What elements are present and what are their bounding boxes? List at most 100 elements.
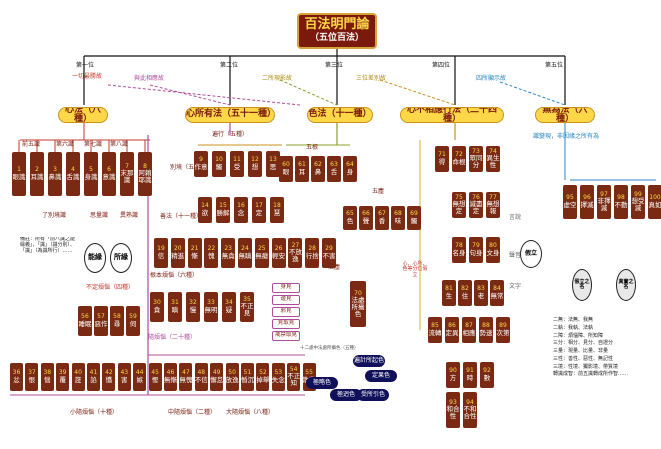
uc-97-label: 非擇滅	[597, 197, 611, 213]
form-60-label: 眼	[282, 167, 290, 176]
na-86-label: 定異	[445, 328, 459, 337]
na-79-label: 句身	[469, 248, 483, 257]
form-61-number: 61	[298, 161, 306, 169]
nonass-label-a: 心、心所、色等分位假立	[402, 261, 428, 278]
mf-17-label: 定	[255, 208, 263, 217]
mf-42-label: 憍	[105, 375, 113, 384]
oval-real-name: 真實之名	[616, 269, 636, 301]
mf-53-label: 失念	[271, 375, 285, 384]
view-4: 戒禁取見	[272, 331, 300, 341]
na-85-number: 85	[431, 322, 439, 330]
mind-group-3: 第七識	[84, 141, 103, 148]
na-91-number: 91	[466, 367, 474, 375]
cat-form: 色法（十一種）	[307, 107, 373, 123]
na-76-number: 76	[472, 194, 480, 202]
uc-95-number: 95	[566, 194, 574, 202]
title-box: 百法明門論 （五位百法）	[297, 13, 377, 49]
na-81-number: 81	[445, 285, 453, 293]
mind-group-2: 第六識	[56, 141, 75, 148]
right-note-5: 三性：善性、惡性、無記性	[553, 355, 614, 362]
mf-9-number: 9	[199, 156, 203, 164]
mf-12-number: 12	[251, 156, 259, 164]
sec-label: 隨煩惱（二十種）	[148, 334, 197, 341]
indet-label: 不定煩惱（四種）	[86, 284, 135, 291]
mf-47-label: 無愧	[179, 375, 193, 384]
form-60-number: 60	[282, 161, 290, 169]
mind-4-label: 舌識	[66, 172, 80, 181]
mind-8-label: 阿賴耶識	[138, 169, 152, 185]
mf-21-number: 21	[190, 245, 199, 253]
level-note-1: 一切最勝故	[72, 73, 103, 80]
mf-22-number: 22	[207, 245, 216, 253]
mf-31-label: 瞋	[171, 305, 179, 314]
na-80-label: 文身	[486, 248, 500, 257]
mind-1-label: 眼識	[12, 172, 26, 181]
mf-55-number: 55	[305, 369, 313, 377]
mind-7-label: 末那識	[120, 169, 134, 185]
form-objs-label: 五塵	[372, 188, 385, 195]
uc-96-label: 擇滅	[580, 200, 594, 209]
mf-57-number: 57	[97, 313, 105, 321]
mf-49-number: 49	[212, 369, 221, 377]
na-84-number: 84	[493, 285, 501, 293]
na-90-label: 方	[449, 373, 457, 382]
mf-32-number: 32	[189, 299, 197, 307]
level-note-5: 四所顯示故	[476, 75, 507, 82]
mf-58-number: 58	[113, 313, 121, 321]
mf-33-label: 無明	[204, 305, 218, 314]
mind-2-number: 2	[35, 166, 39, 174]
uc-98-label: 不動	[614, 200, 628, 209]
mf-30-number: 30	[153, 299, 161, 307]
level-note-4: 三位差別故	[356, 75, 387, 82]
mind-label-b: 思量識	[90, 212, 109, 219]
mind-1-number: 1	[17, 166, 21, 174]
form-69-number: 69	[410, 210, 418, 218]
mf-40-number: 40	[74, 369, 82, 377]
mf-39-label: 覆	[59, 375, 66, 384]
uc-96-number: 96	[583, 194, 591, 202]
mf-32-label: 慢	[189, 305, 197, 314]
form-62-label: 鼻	[314, 167, 322, 176]
mf-24-label: 無瞋	[238, 251, 252, 260]
mf-11-number: 11	[233, 156, 241, 164]
mf-44-label: 嫉	[136, 375, 143, 384]
mf-25-label: 無癡	[255, 251, 269, 260]
na-72-label: 命根	[452, 157, 466, 166]
sec-group-c: 大隨煩惱（八種）	[226, 409, 275, 416]
mf-16-number: 16	[237, 202, 245, 210]
mf-48-label: 不信	[194, 375, 208, 384]
mf-51-number: 51	[243, 369, 252, 377]
mf-57-label: 惡作	[94, 319, 108, 328]
oval-cognized: 所緣	[110, 243, 132, 273]
mf-26-label: 輕安	[272, 251, 286, 260]
na-89-number: 89	[499, 322, 507, 330]
connector	[499, 81, 566, 106]
form-70-number: 70	[354, 289, 362, 297]
mind-6-number: 6	[107, 166, 111, 174]
na-79-number: 79	[472, 242, 480, 250]
